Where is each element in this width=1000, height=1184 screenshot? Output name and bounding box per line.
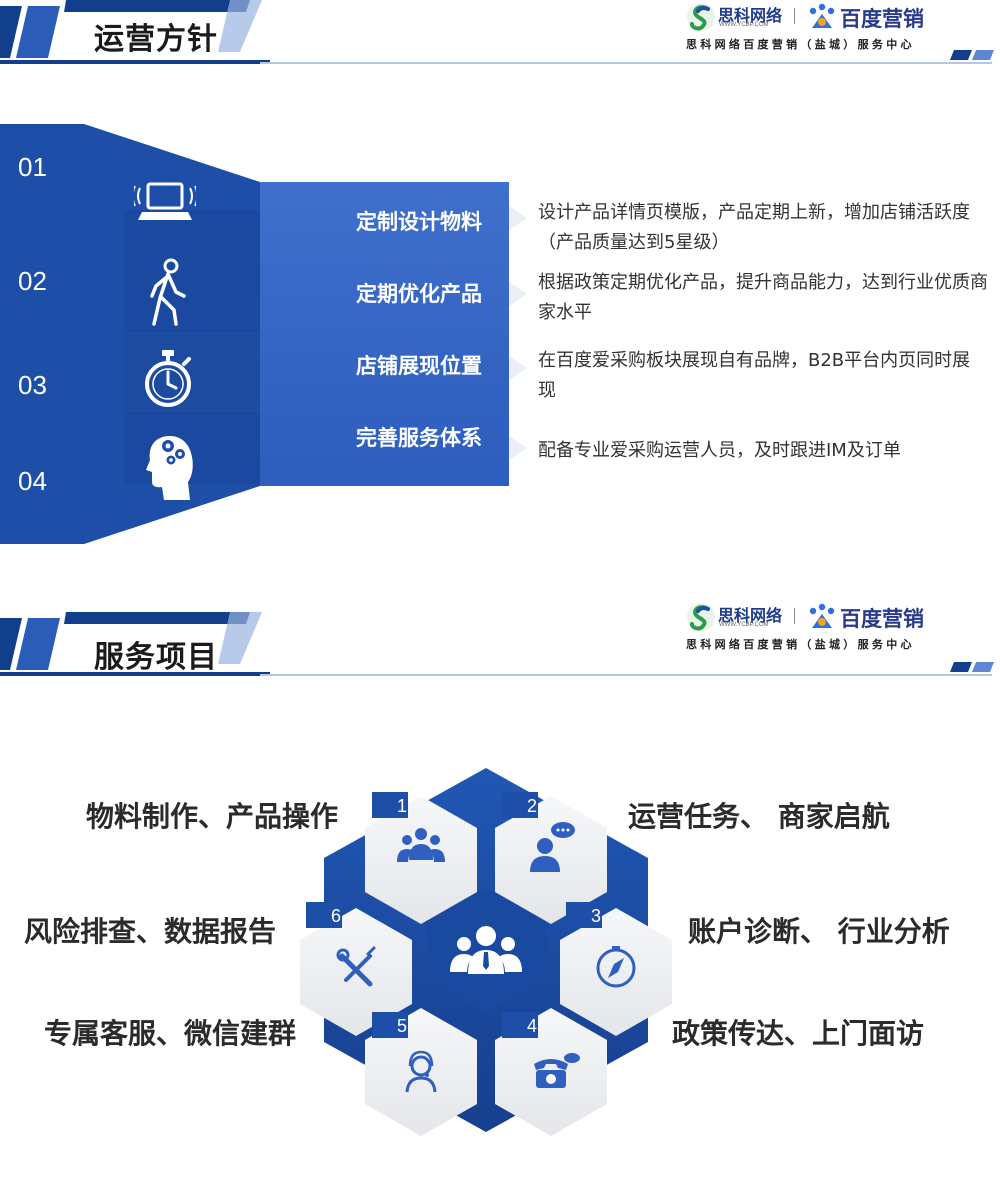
header-blocks-decor [950, 662, 994, 672]
policy-title-3: 店铺展现位置 [356, 354, 482, 378]
baidu-paw-icon [809, 3, 835, 28]
policy-graphic [0, 124, 509, 544]
policy-desc-1: 设计产品详情页模版，产品定期上新，增加店铺活跃度（产品质量达到5星级） [538, 202, 970, 253]
siko-logo-icon [687, 3, 715, 31]
hex-number-3: 3 [591, 906, 601, 926]
policy-number-2: 02 [18, 266, 47, 296]
chat-person-icon [530, 822, 575, 872]
header-blocks-decor [950, 50, 994, 60]
policy-number-4: 04 [18, 466, 47, 496]
policy-title-2: 定期优化产品 [356, 282, 482, 306]
policy-number-3: 03 [18, 370, 47, 400]
header-decor [0, 0, 270, 64]
hex-number-2: 2 [527, 796, 537, 816]
header-decor [0, 612, 270, 676]
head-gears-icon [146, 436, 193, 500]
policy-section: 01 02 03 04 定制设计物料 定期优化产品 店铺展现位置 完善服务体系 [0, 120, 1000, 550]
walking-person-icon [150, 258, 186, 326]
brand-subtitle: 思科网络百度营销（盐城）服务中心 [686, 38, 915, 51]
hex-number-5: 5 [397, 1016, 407, 1036]
brand-subtitle: 思科网络百度营销（盐城）服务中心 [686, 638, 915, 651]
section-title: 服务项目 [94, 640, 218, 675]
brand-url: WWW.YCBP.COM [719, 622, 769, 628]
policy-desc-4: 配备专业爱采购运营人员，及时跟进IM及订单 [538, 440, 901, 461]
service-label-4: 政策传达、上门面访 [672, 1017, 925, 1050]
policy-desc-2: 根据政策定期优化产品，提升商品能力，达到行业优质商家水平 [538, 272, 988, 323]
brand-separator [794, 608, 795, 624]
policy-arrow-2 [509, 282, 527, 306]
brand-name-siko: 思科网络 [718, 6, 783, 25]
hex-number-6: 6 [331, 906, 341, 926]
policy-number-1: 01 [18, 152, 47, 182]
brand-name-siko: 思科网络 [718, 606, 783, 625]
policy-arrow-1 [509, 206, 527, 230]
brand-name-baidu: 百度营销 [840, 7, 924, 31]
section-header-services: 服务项目 思科网络 WWW.YCBP.COM 百度营销 思科网络百度营销（盐城）… [0, 603, 1000, 682]
header-divider [260, 674, 992, 676]
brand-url: WWW.YCBP.COM [719, 22, 769, 28]
compass-icon [596, 946, 636, 988]
brand-logo: 思科网络 WWW.YCBP.COM 百度营销 思科网络百度营销（盐城）服务中心 [686, 0, 946, 56]
service-label-5: 专属客服、微信建群 [44, 1017, 297, 1050]
policy-arrow-4 [509, 436, 527, 460]
hex-number-4: 4 [527, 1016, 537, 1036]
service-label-6: 风险排查、数据报告 [24, 915, 277, 948]
policy-desc-3: 在百度爱采购板块展现自有品牌，B2B平台内页同时展现 [538, 350, 971, 401]
service-label-1: 物料制作、产品操作 [86, 800, 339, 833]
stopwatch-icon [145, 350, 191, 407]
baidu-paw-icon [809, 603, 835, 628]
header-divider [260, 62, 992, 64]
policy-title-4: 完善服务体系 [356, 426, 482, 450]
siko-logo-icon [687, 603, 715, 631]
hex-5 [365, 1008, 477, 1136]
policy-arrow-3 [509, 356, 527, 380]
services-hex-graphic: 1 2 3 4 5 6 [300, 768, 672, 1136]
tools-icon [336, 946, 376, 987]
section-header-policy: 运营方针 思科网络 WWW.YCBP.COM 百度营销 思科网络百度营销（盐城）… [0, 0, 1000, 70]
team-icon [450, 926, 522, 974]
brand-separator [794, 8, 795, 24]
policy-title-1: 定制设计物料 [356, 210, 482, 234]
service-label-2: 运营任务、 商家启航 [628, 800, 890, 833]
service-label-3: 账户诊断、 行业分析 [688, 915, 950, 948]
group-icon [397, 828, 445, 862]
telephone-icon [534, 1053, 580, 1088]
hex-number-1: 1 [397, 796, 407, 816]
brand-name-baidu: 百度营销 [840, 607, 924, 631]
headset-person-icon [405, 1050, 437, 1093]
brand-logo: 思科网络 WWW.YCBP.COM 百度营销 思科网络百度营销（盐城）服务中心 [686, 600, 946, 656]
laptop-icon [134, 182, 196, 220]
section-title: 运营方针 [94, 22, 218, 57]
